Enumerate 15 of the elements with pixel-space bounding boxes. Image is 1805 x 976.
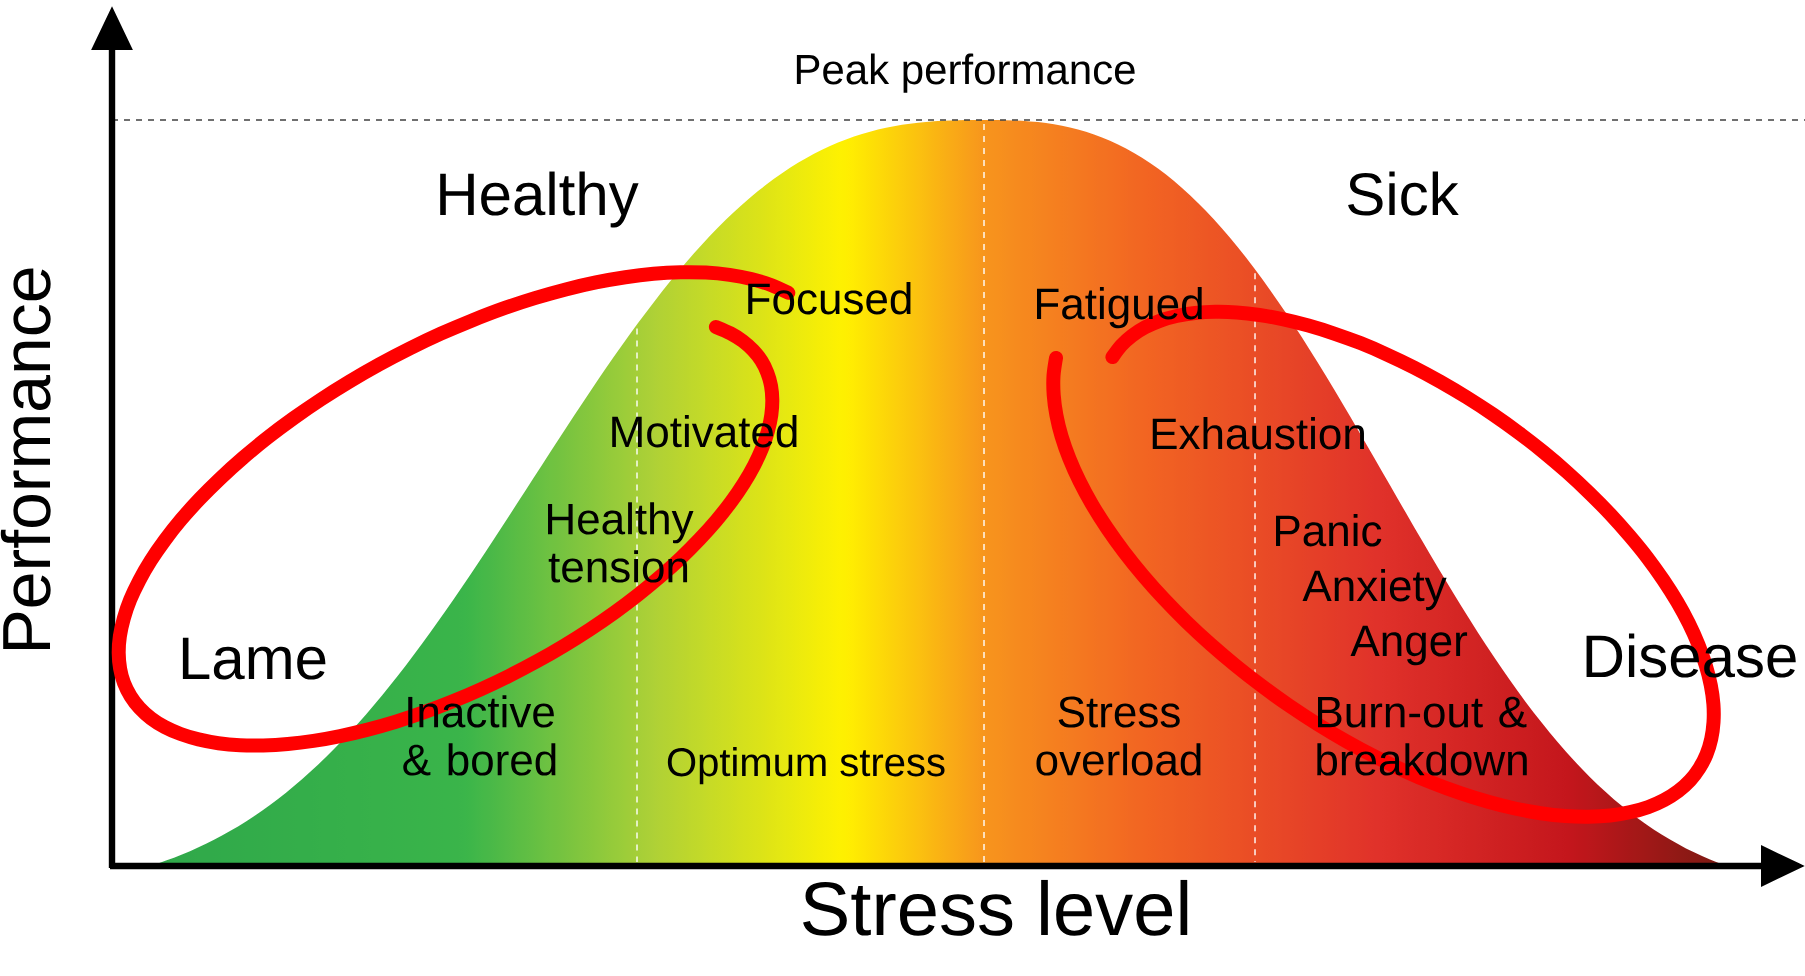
axis-title: Peak performance [796, 53, 1135, 93]
zone-heading: Healthy [440, 171, 639, 228]
zone-label: Stress overload [1036, 696, 1201, 776]
state-label: Focused [748, 282, 911, 315]
state-label: Anger [1350, 625, 1468, 666]
state-label: Exhaustion [1152, 417, 1364, 450]
state-label: Anxiety [1302, 569, 1447, 611]
state-label: Lame [182, 637, 326, 680]
state-label: Panic [1276, 514, 1382, 547]
state-label: Fatigued [1037, 287, 1202, 329]
zone-label: Burn-out & breakdown [1317, 696, 1527, 776]
zone-heading: Sick [1348, 171, 1459, 216]
axis-title: Stress level [803, 879, 1188, 936]
axis-title: Performance [0, 268, 51, 650]
zone-label: Optimum stress [667, 747, 945, 785]
